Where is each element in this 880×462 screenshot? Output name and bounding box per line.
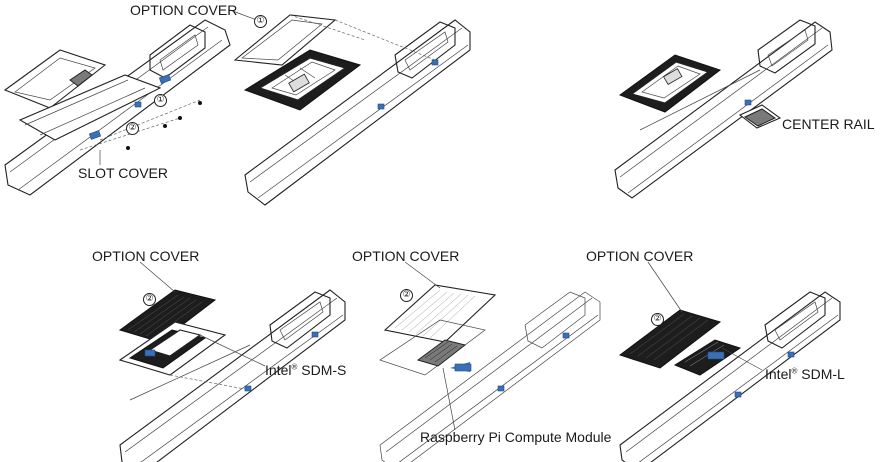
screw-marker-icon	[787, 351, 795, 358]
step-number-badge: ①	[154, 94, 167, 107]
screw-marker-icon	[311, 331, 319, 338]
screw-icon	[178, 116, 182, 120]
option-cover-label: OPTION COVER	[130, 2, 238, 18]
slot-cover-label: SLOT COVER	[78, 165, 168, 181]
panel-remove-option-cover	[229, 9, 471, 206]
option-cover-label: OPTION COVER	[92, 248, 200, 264]
step-number-badge: ②	[400, 289, 413, 302]
slot-marker-icon	[144, 349, 156, 357]
screw-marker-icon	[431, 59, 439, 66]
insert-arrow-icon	[454, 363, 472, 372]
option-cover-part	[118, 289, 217, 343]
center-rail-label: CENTER RAIL	[782, 116, 875, 132]
registered-mark: ®	[791, 366, 798, 376]
screw-icon	[163, 124, 167, 128]
screw-icon	[126, 146, 130, 150]
screw-icon	[198, 101, 202, 105]
step-number-badge: ②	[126, 122, 139, 135]
screw-marker-icon	[244, 385, 252, 392]
screw-marker-icon	[734, 391, 742, 398]
panel-install-sdm-l	[618, 261, 841, 462]
screw-marker-icon	[744, 99, 752, 106]
screw-marker-icon	[377, 103, 385, 110]
raspberry-pi-label: Raspberry Pi Compute Module	[420, 429, 612, 445]
intel-sdm-l-label: Intel® SDM-L	[765, 367, 845, 381]
option-cover-label: OPTION COVER	[352, 248, 460, 264]
registered-mark: ®	[291, 362, 298, 372]
screw-marker-icon	[158, 74, 172, 84]
insert-arrow-icon	[707, 351, 725, 360]
panel-install-raspberry-pi	[379, 261, 601, 462]
step-number-badge: ②	[143, 293, 156, 306]
option-cover-label: OPTION COVER	[586, 248, 694, 264]
panel-remove-slot-cover	[3, 19, 231, 196]
screw-marker-icon	[562, 332, 570, 339]
panel-center-rail	[614, 19, 833, 199]
intel-sdm-s-suffix: SDM-S	[297, 362, 347, 378]
intel-sdm-l-prefix: Intel	[765, 366, 792, 382]
intel-sdm-s-prefix: Intel	[265, 362, 292, 378]
step-number-badge: ②	[651, 313, 664, 326]
screw-marker-icon	[88, 130, 102, 140]
screw-marker-icon	[134, 101, 142, 108]
compute-module-part	[416, 339, 467, 367]
screw-marker-icon	[497, 385, 505, 392]
intel-sdm-l-suffix: SDM-L	[797, 366, 845, 382]
intel-sdm-s-label: Intel® SDM-S	[265, 363, 346, 377]
step-number-badge: ①	[254, 15, 267, 28]
panel-install-sdm-s	[118, 261, 346, 462]
